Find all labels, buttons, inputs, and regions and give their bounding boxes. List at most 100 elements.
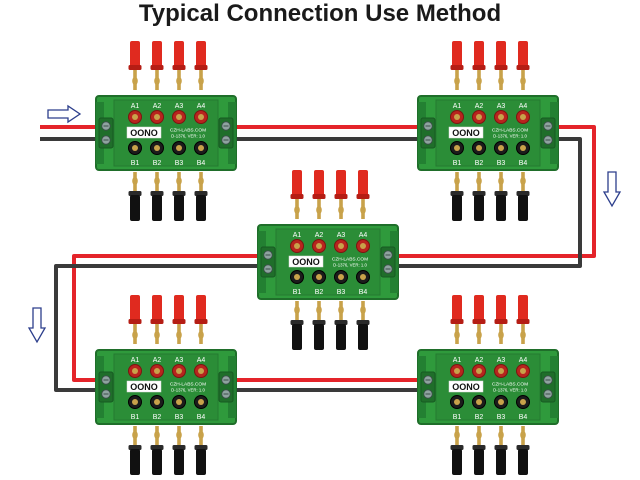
- terminal-block-right: [540, 371, 556, 403]
- plug-pin-bulge: [520, 331, 526, 339]
- bottom-label: B2: [315, 289, 324, 296]
- bottom-label: B2: [153, 414, 162, 421]
- socket-hole: [360, 274, 366, 280]
- red-plug-collar: [128, 319, 142, 324]
- plug-pin-bulge: [316, 306, 322, 314]
- black-plug-body: [518, 449, 528, 475]
- black-plug-2: [150, 426, 164, 475]
- plug-pin-bulge: [154, 331, 160, 339]
- top-label: A2: [153, 357, 162, 364]
- top-label: A1: [453, 357, 462, 364]
- red-plug-1: [128, 295, 142, 344]
- black-socket-3: [334, 270, 348, 284]
- red-plug-body: [518, 41, 528, 67]
- red-socket-1: [290, 239, 304, 253]
- red-plug-4: [194, 295, 208, 344]
- terminal-block-right: [380, 246, 396, 278]
- top-label: A2: [475, 357, 484, 364]
- black-plug-body: [152, 449, 162, 475]
- black-plug-body: [196, 449, 206, 475]
- switch-label: [288, 255, 324, 268]
- switch-label: [126, 126, 162, 139]
- black-plug-body: [474, 449, 484, 475]
- red-socket-2: [150, 110, 164, 124]
- plug-pin-bulge: [316, 206, 322, 214]
- bottom-label: B1: [131, 160, 140, 167]
- plug-pin-bulge: [132, 331, 138, 339]
- socket-hole: [154, 368, 160, 374]
- black-plug-body: [292, 324, 302, 350]
- red-plug-4: [516, 41, 530, 90]
- black-wire-3-4: [54, 264, 260, 392]
- red-plug-body: [474, 41, 484, 67]
- bottom-label: B1: [293, 289, 302, 296]
- black-plug-collar: [172, 191, 186, 196]
- black-plug-3: [494, 172, 508, 221]
- socket-hole: [176, 368, 182, 374]
- black-plug-body: [174, 195, 184, 221]
- red-plug-collar: [494, 65, 508, 70]
- black-plug-body: [152, 195, 162, 221]
- plug-pin-bulge: [498, 431, 504, 439]
- socket-hole: [454, 114, 460, 120]
- hollow-arrow-icon: [27, 307, 47, 344]
- red-socket-3: [172, 364, 186, 378]
- socket-hole: [338, 274, 344, 280]
- red-plug-body: [196, 41, 206, 67]
- black-wire-2-3: [392, 137, 582, 268]
- black-plug-3: [172, 172, 186, 221]
- black-socket-4: [356, 270, 370, 284]
- top-label: A4: [359, 232, 368, 239]
- plug-pin-bulge: [520, 177, 526, 185]
- red-plug-1: [450, 295, 464, 344]
- black-plug-3: [334, 301, 348, 350]
- top-label: A2: [475, 103, 484, 110]
- red-plug-2: [150, 295, 164, 344]
- switch-text: OONO: [130, 382, 158, 392]
- black-plug-collar: [312, 320, 326, 325]
- red-plug-collar: [128, 65, 142, 70]
- plug-pin-bulge: [454, 177, 460, 185]
- black-plug-1: [450, 426, 464, 475]
- socket-hole: [476, 114, 482, 120]
- plug-pin-bulge: [476, 431, 482, 439]
- plug-pin-bulge: [198, 177, 204, 185]
- red-socket-3: [172, 110, 186, 124]
- black-plug-4: [194, 172, 208, 221]
- black-plug-body: [452, 449, 462, 475]
- terminal-block-left: [98, 371, 114, 403]
- socket-hole: [154, 399, 160, 405]
- red-plug-collar: [472, 319, 486, 324]
- red-plug-body: [336, 170, 346, 196]
- red-plug-body: [358, 170, 368, 196]
- red-socket-1: [128, 110, 142, 124]
- plug-pin-bulge: [498, 77, 504, 85]
- red-plug-4: [516, 295, 530, 344]
- switch-text: OONO: [452, 382, 480, 392]
- socket-hole: [198, 114, 204, 120]
- red-plug-3: [172, 41, 186, 90]
- model-text: D-1376, VER: 1.0: [171, 388, 205, 393]
- black-plug-collar: [128, 445, 142, 450]
- red-socket-3: [494, 110, 508, 124]
- socket-hole: [176, 114, 182, 120]
- bottom-label: B4: [519, 414, 528, 421]
- switch-text: OONO: [130, 128, 158, 138]
- black-plug-collar: [494, 191, 508, 196]
- black-socket-3: [172, 141, 186, 155]
- black-plug-body: [130, 195, 140, 221]
- bottom-label: B2: [475, 414, 484, 421]
- black-plug-2: [472, 172, 486, 221]
- black-plug-body: [518, 195, 528, 221]
- switch-label: [126, 380, 162, 393]
- brand-text: CZH-LABS.COM: [170, 382, 206, 388]
- red-plug-body: [474, 295, 484, 321]
- red-socket-4: [194, 364, 208, 378]
- red-plug-body: [174, 295, 184, 321]
- switch-text: OONO: [452, 128, 480, 138]
- red-plug-collar: [172, 319, 186, 324]
- red-plug-collar: [194, 65, 208, 70]
- top-label: A1: [131, 357, 140, 364]
